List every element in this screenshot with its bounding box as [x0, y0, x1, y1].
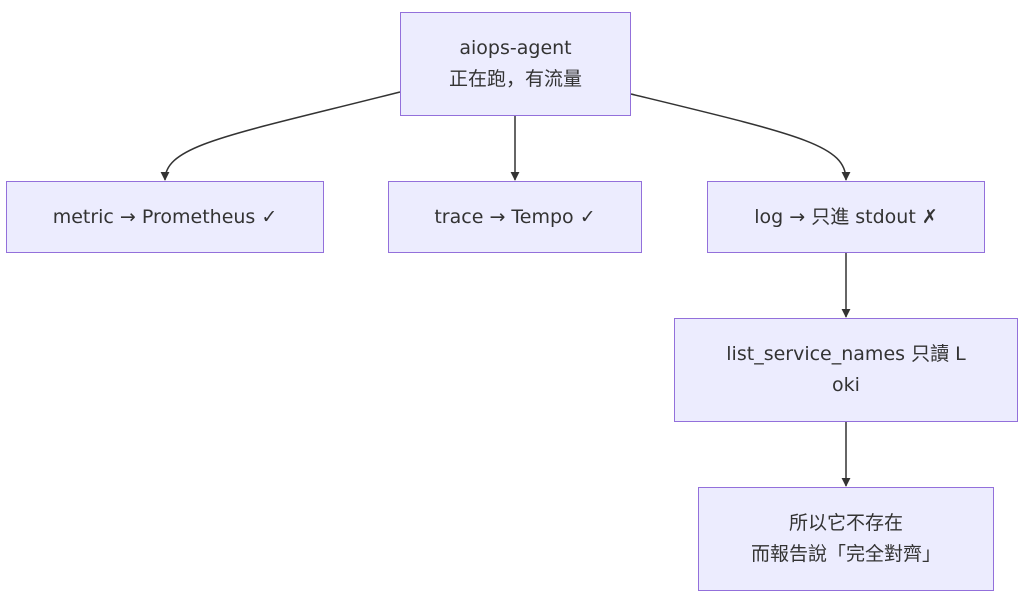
node-aiops-agent-line-2: 正在跑，有流量 — [448, 68, 582, 90]
node-aiops-agent: aiops-agent 正在跑，有流量 — [400, 12, 631, 116]
node-list-service-names: list_service_names 只讀 L oki — [674, 318, 1018, 422]
node-trace-label: trace → Tempo ✓ — [434, 205, 596, 228]
node-log: log → 只進 stdout ✗ — [707, 181, 985, 253]
node-list-service-names-line-2: oki — [832, 374, 860, 396]
node-conclusion: 所以它不存在 而報告說「完全對齊」 — [698, 487, 994, 591]
node-trace: trace → Tempo ✓ — [388, 181, 642, 253]
node-aiops-agent-line-1: aiops-agent — [459, 37, 572, 59]
node-conclusion-line-2: 而報告說「完全對齊」 — [750, 543, 941, 565]
node-list-service-names-line-1: list_service_names 只讀 L — [726, 343, 966, 365]
node-conclusion-line-1: 所以它不存在 — [788, 512, 903, 534]
node-metric-label: metric → Prometheus ✓ — [52, 205, 278, 228]
node-metric: metric → Prometheus ✓ — [6, 181, 324, 253]
edge-agent-to-log — [630, 93, 851, 181]
edge-agent-to-metric — [160, 91, 401, 181]
node-log-label: log → 只進 stdout ✗ — [754, 205, 938, 228]
